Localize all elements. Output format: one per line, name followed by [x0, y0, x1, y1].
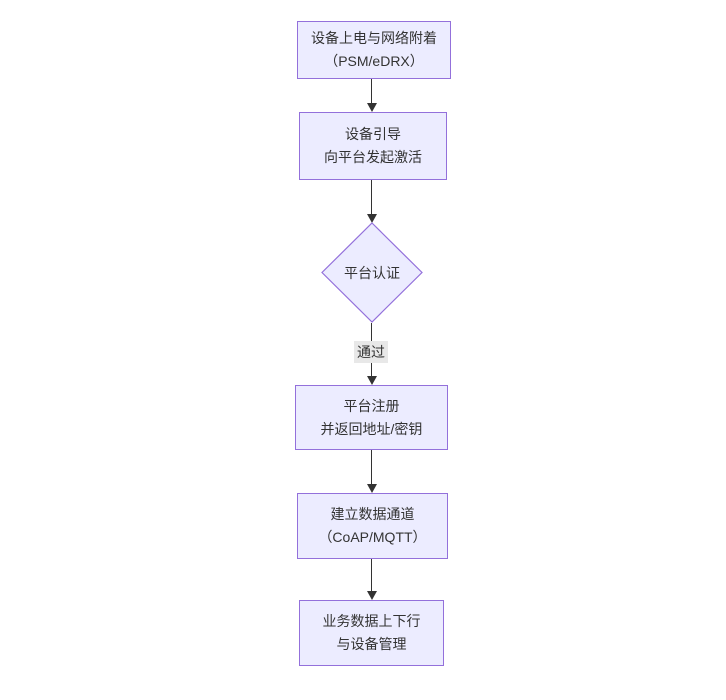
node-label-line: 设备引导 [345, 126, 401, 142]
node-label-line: 平台注册 [343, 397, 400, 414]
node-label-line: 向平台发起激活 [324, 149, 422, 165]
node-label-line: （CoAP/MQTT） [318, 529, 427, 545]
node-label-line: 设备上电与网络附着 [311, 30, 437, 46]
node-label-line: 与设备管理 [336, 636, 407, 652]
node-data-channel: 建立数据通道 （CoAP/MQTT） [297, 493, 448, 559]
edge-arrowhead [367, 103, 377, 112]
node-label-line: 业务数据上下行 [322, 613, 421, 629]
edge-line [371, 180, 372, 216]
edge-label-pass: 通过 [354, 341, 388, 363]
node-platform-auth-label: 平台认证 [321, 222, 423, 323]
edge-line [371, 79, 372, 105]
edge-arrowhead [367, 376, 377, 385]
node-label-line: 建立数据通道 [330, 506, 415, 522]
node-label-line: （PSM/eDRX） [324, 53, 424, 69]
edge-arrowhead [367, 214, 377, 223]
node-platform-register: 平台注册 并返回地址/密钥 [295, 385, 448, 450]
node-device-bootstrap: 设备引导 向平台发起激活 [299, 112, 447, 180]
node-business-data-mgmt: 业务数据上下行 与设备管理 [299, 600, 444, 666]
node-label-line: 平台认证 [344, 264, 400, 281]
node-power-network-attach: 设备上电与网络附着 （PSM/eDRX） [297, 21, 451, 79]
edge-arrowhead [367, 591, 377, 600]
edge-arrowhead [367, 484, 377, 493]
node-label-line: 并返回地址/密钥 [320, 420, 423, 437]
edge-line [371, 559, 372, 592]
node-platform-auth-decision-diamond [321, 222, 423, 323]
edge-line [371, 450, 372, 486]
